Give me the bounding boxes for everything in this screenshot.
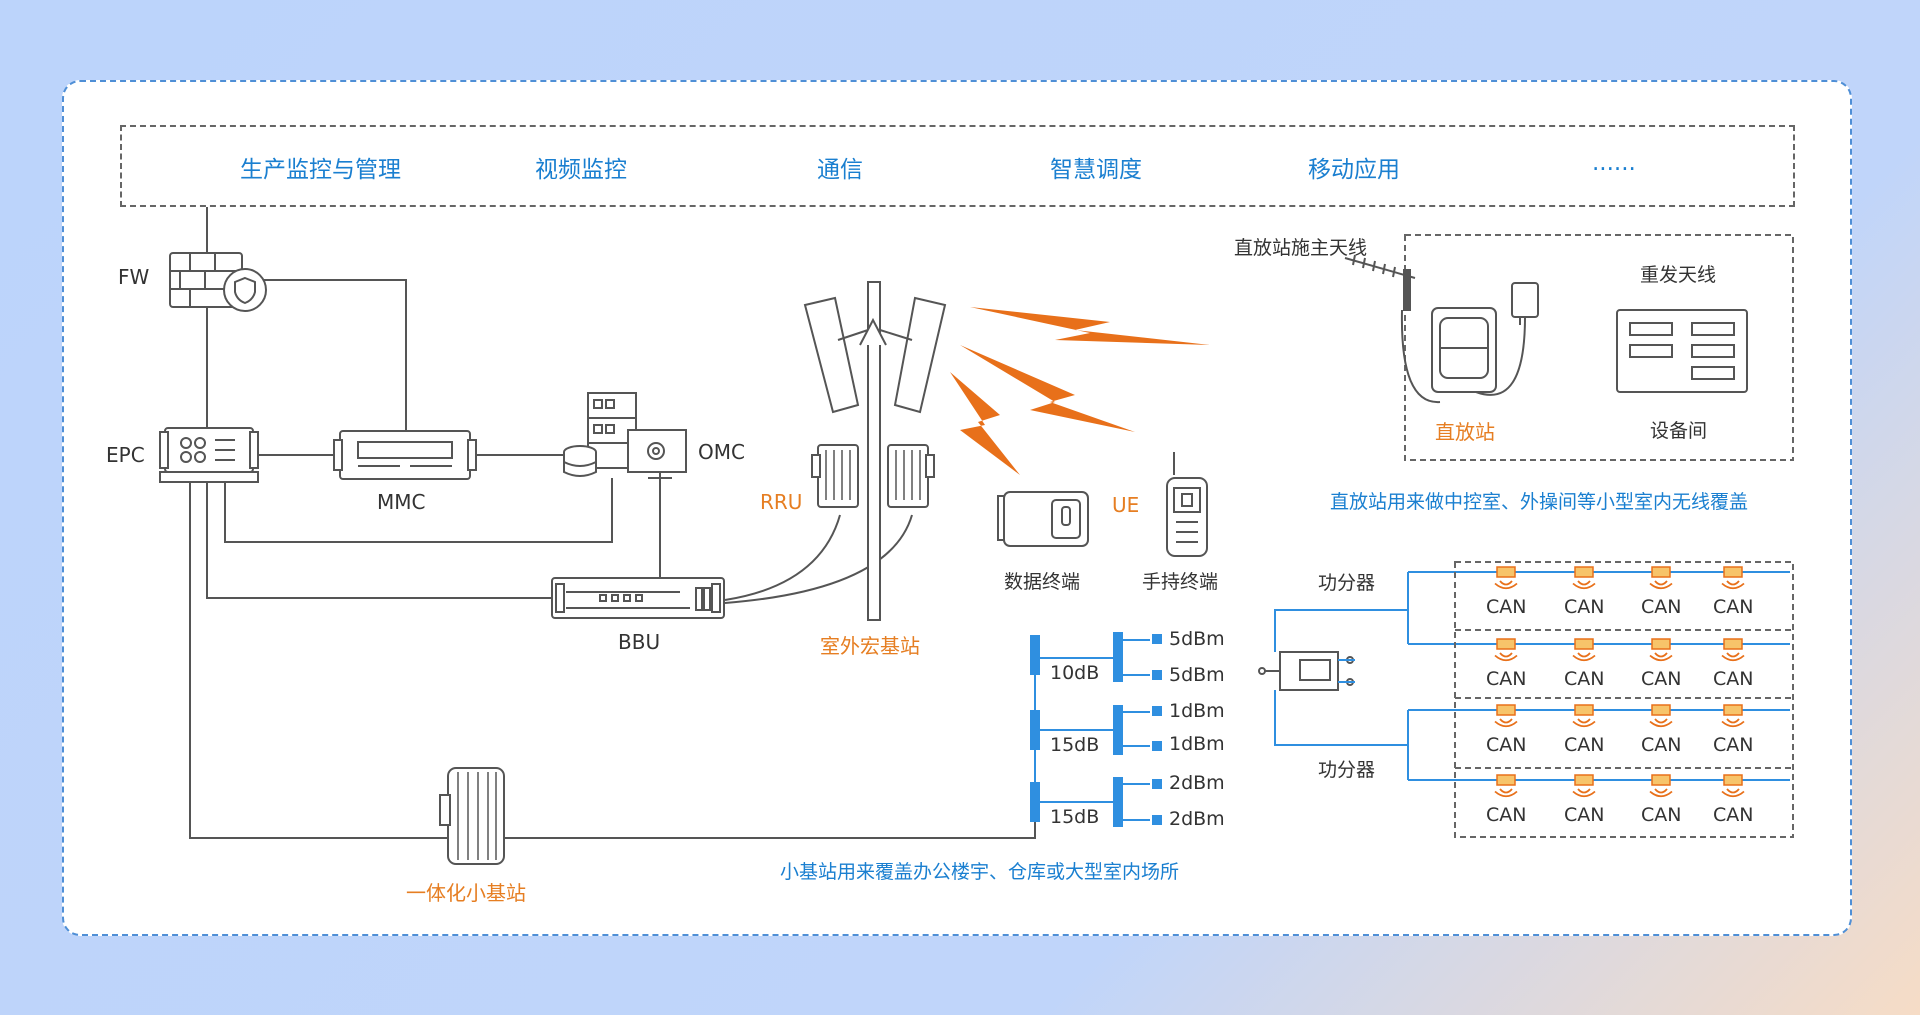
can-antenna-icon: [1494, 638, 1518, 662]
power-level-label: 2dBm: [1169, 808, 1225, 830]
retransmit-antenna-label: 重发天线: [1640, 264, 1717, 286]
splitter-icon: [1258, 651, 1354, 691]
can-label: CAN: [1486, 804, 1527, 826]
can-label: CAN: [1564, 804, 1605, 826]
app-communication: 通信: [817, 157, 863, 183]
handheld-terminal-icon: [1166, 452, 1208, 557]
equipment-room-icon: [1616, 309, 1748, 393]
can-antenna-icon: [1572, 704, 1596, 728]
rru-label: RRU: [760, 490, 803, 514]
can-antenna-icon: [1649, 704, 1673, 728]
omc-label: OMC: [698, 440, 745, 464]
splitter-bottom-label: 功分器: [1318, 759, 1376, 781]
can-label: CAN: [1713, 734, 1754, 756]
coupler-label: 15dB: [1050, 806, 1100, 828]
can-antenna-icon: [1649, 638, 1673, 662]
bbu-label: BBU: [618, 630, 661, 654]
can-label: CAN: [1713, 668, 1754, 690]
can-label: CAN: [1564, 596, 1605, 618]
app-video-surveillance: 视频监控: [535, 157, 627, 183]
epc-icon: [159, 427, 259, 483]
power-level-label: 1dBm: [1169, 733, 1225, 755]
can-label: CAN: [1713, 596, 1754, 618]
small-cell-icon: [439, 767, 505, 865]
can-label: CAN: [1641, 804, 1682, 826]
can-label: CAN: [1641, 668, 1682, 690]
mmc-label: MMC: [377, 490, 426, 514]
can-antenna-icon: [1572, 566, 1596, 590]
repeater-note: 直放站用来做中控室、外操间等小型室内无线覆盖: [1330, 491, 1749, 513]
ue-label: UE: [1112, 493, 1140, 517]
can-label: CAN: [1641, 734, 1682, 756]
handheld-terminal-label: 手持终端: [1142, 571, 1219, 593]
mmc-icon: [333, 430, 477, 480]
can-label: CAN: [1486, 734, 1527, 756]
can-antenna-icon: [1721, 566, 1745, 590]
firewall-icon: [169, 252, 267, 312]
coupler-label: 10dB: [1050, 662, 1100, 684]
epc-label: EPC: [106, 443, 145, 467]
small-cell-label: 一体化小基站: [406, 881, 526, 905]
app-more: ......: [1592, 150, 1636, 176]
donor-antenna-icon: [1344, 254, 1441, 404]
data-terminal-icon: [997, 491, 1089, 547]
can-label: CAN: [1486, 668, 1527, 690]
donor-antenna-label: 直放站施主天线: [1234, 237, 1368, 259]
can-antenna-icon: [1494, 566, 1518, 590]
can-nodes: [1494, 566, 1745, 798]
can-antenna-icon: [1721, 638, 1745, 662]
macro-tower-icon: [803, 281, 947, 621]
can-antenna-icon: [1721, 774, 1745, 798]
data-terminal-label: 数据终端: [1004, 571, 1081, 593]
app-production-monitoring: 生产监控与管理: [240, 157, 401, 183]
can-antenna-icon: [1494, 704, 1518, 728]
can-label: CAN: [1641, 596, 1682, 618]
repeater-icon: [1431, 282, 1539, 396]
wireless-signal-icon: [950, 307, 1210, 475]
equipment-room-label: 设备间: [1650, 420, 1708, 442]
can-label: CAN: [1713, 804, 1754, 826]
bbu-icon: [551, 577, 725, 619]
repeater-label: 直放站: [1435, 420, 1495, 444]
can-antenna-icon: [1649, 566, 1673, 590]
power-level-label: 1dBm: [1169, 700, 1225, 722]
can-antenna-icon: [1721, 704, 1745, 728]
can-antenna-icon: [1572, 638, 1596, 662]
macro-station-label: 室外宏基站: [820, 634, 920, 658]
power-level-label: 5dBm: [1169, 664, 1225, 686]
coupler-label: 15dB: [1050, 734, 1100, 756]
application-layer-box: [120, 125, 1795, 207]
small-cell-note: 小基站用来覆盖办公楼宇、仓库或大型室内场所: [780, 861, 1180, 883]
diagram-card: [62, 80, 1852, 936]
power-level-label: 5dBm: [1169, 628, 1225, 650]
splitter-top-label: 功分器: [1318, 572, 1376, 594]
can-label: CAN: [1564, 668, 1605, 690]
can-antenna-icon: [1649, 774, 1673, 798]
power-level-label: 2dBm: [1169, 772, 1225, 794]
can-antenna-icon: [1494, 774, 1518, 798]
fw-label: FW: [118, 265, 150, 289]
app-smart-dispatch: 智慧调度: [1050, 157, 1142, 183]
app-mobile: 移动应用: [1308, 157, 1400, 183]
can-label: CAN: [1564, 734, 1605, 756]
coupler-tree: [1034, 639, 1150, 821]
can-label: CAN: [1486, 596, 1527, 618]
can-antenna-icon: [1572, 774, 1596, 798]
omc-icon: [563, 392, 687, 479]
